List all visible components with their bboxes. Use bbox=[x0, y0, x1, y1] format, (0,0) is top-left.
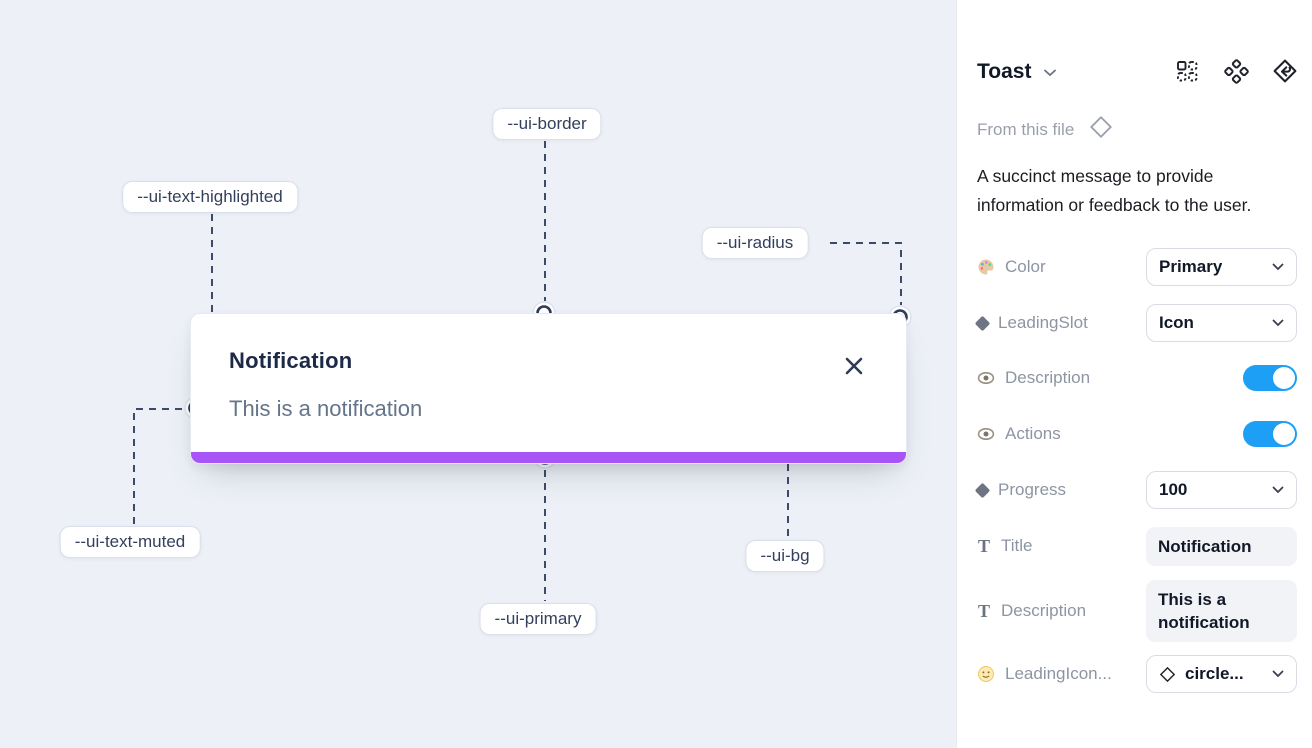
prop-label-description-text: Description bbox=[1001, 601, 1087, 620]
smiley-icon bbox=[978, 666, 994, 682]
var-label-ui-primary: --ui-primary bbox=[479, 603, 597, 635]
toast-progress-bar bbox=[191, 452, 906, 463]
prop-row-title: T Title Notification bbox=[977, 518, 1297, 574]
toast-title: Notification bbox=[229, 348, 353, 373]
component-description: A succinct message to provide informatio… bbox=[977, 166, 1252, 215]
color-select[interactable]: Primary bbox=[1146, 248, 1297, 286]
var-label-ui-text-highlighted: --ui-text-highlighted bbox=[122, 181, 298, 213]
toast-preview: Notification This is a notification bbox=[190, 313, 907, 464]
variant-grid-icon[interactable] bbox=[1174, 58, 1200, 84]
description-toggle[interactable] bbox=[1243, 365, 1297, 391]
leadingslot-select[interactable]: Icon bbox=[1146, 304, 1297, 342]
prop-label-leadingicon: LeadingIcon... bbox=[1005, 664, 1112, 683]
chevron-down-icon bbox=[1272, 486, 1284, 494]
prop-label-actions: Actions bbox=[1005, 424, 1061, 443]
prop-label-description: Description bbox=[1005, 368, 1091, 387]
title-input[interactable]: Notification bbox=[1146, 526, 1297, 566]
diamond-icon bbox=[974, 315, 991, 331]
diamond-outline-icon bbox=[1159, 666, 1176, 682]
source-label: From this file bbox=[977, 119, 1075, 139]
prop-label-progress: Progress bbox=[998, 480, 1067, 499]
chevron-down-icon bbox=[1272, 263, 1284, 271]
prop-row-description-toggle: Description bbox=[977, 350, 1297, 406]
diamond-outline-icon bbox=[1088, 114, 1114, 145]
prop-row-description-text: T Description This is a notification bbox=[977, 577, 1297, 645]
actions-toggle[interactable] bbox=[1243, 421, 1297, 447]
var-label-ui-bg: --ui-bg bbox=[745, 540, 825, 572]
var-label-ui-border: --ui-border bbox=[492, 108, 602, 140]
prop-row-progress: Progress 100 bbox=[974, 462, 1297, 518]
toast-description: This is a notification bbox=[229, 396, 423, 421]
component-switcher-chevron-icon[interactable] bbox=[1043, 68, 1057, 77]
prop-row-leadingslot: LeadingSlot Icon bbox=[974, 295, 1297, 351]
prop-label-leadingslot: LeadingSlot bbox=[998, 313, 1088, 332]
back-to-component-icon[interactable] bbox=[1272, 58, 1298, 84]
prop-label-title: Title bbox=[1001, 536, 1033, 555]
prop-label-color: Color bbox=[1005, 257, 1046, 276]
var-label-ui-text-muted: --ui-text-muted bbox=[59, 526, 201, 558]
chevron-down-icon bbox=[1272, 670, 1284, 678]
eye-icon bbox=[977, 372, 995, 384]
component-title: Toast bbox=[977, 60, 1032, 83]
eye-icon bbox=[977, 428, 995, 440]
panel-toolbar bbox=[1174, 58, 1298, 84]
palette-icon bbox=[978, 259, 994, 275]
properties-panel: Toast bbox=[956, 0, 1312, 748]
diamond-icon bbox=[974, 482, 991, 498]
prop-row-leadingicon: LeadingIcon... circle... bbox=[977, 646, 1297, 702]
var-label-ui-radius: --ui-radius bbox=[701, 227, 809, 259]
prop-row-actions-toggle: Actions bbox=[977, 406, 1297, 462]
leadingicon-select[interactable]: circle... bbox=[1146, 655, 1297, 693]
prop-row-color: Color Primary bbox=[977, 239, 1297, 295]
close-icon[interactable] bbox=[842, 354, 866, 378]
design-canvas: Notification This is a notification --ui… bbox=[59, 108, 912, 635]
component-cluster-icon[interactable] bbox=[1223, 58, 1249, 84]
progress-select[interactable]: 100 bbox=[1146, 471, 1297, 509]
text-type-icon: T bbox=[977, 535, 990, 556]
text-type-icon: T bbox=[977, 600, 990, 621]
chevron-down-icon bbox=[1272, 319, 1284, 327]
description-input[interactable]: This is a notification bbox=[1146, 580, 1297, 642]
